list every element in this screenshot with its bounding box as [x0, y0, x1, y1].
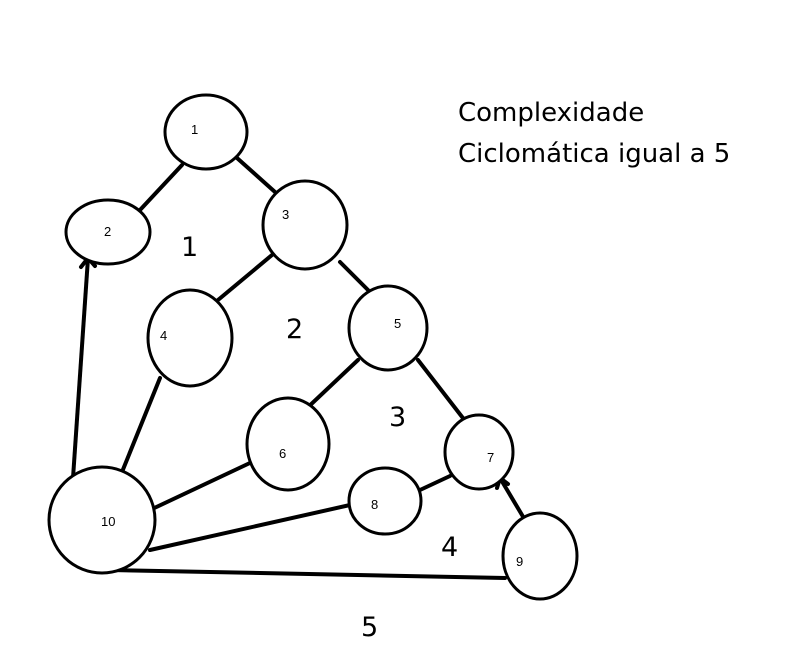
node-label: 2	[104, 224, 111, 239]
node-7: 7	[443, 413, 515, 491]
node-circle	[347, 466, 423, 536]
node-label: 5	[394, 316, 401, 331]
edge-5-6	[303, 358, 360, 412]
node-label: 7	[487, 450, 494, 465]
node-circle	[245, 396, 331, 492]
edge-3-4	[216, 253, 274, 302]
node-label: 10	[101, 514, 115, 529]
node-circle	[501, 511, 579, 601]
node-4: 4	[146, 288, 234, 388]
nodes: 1 2 3 4 5 6 7 8	[47, 93, 579, 601]
node-2: 2	[64, 198, 152, 266]
node-label: 1	[191, 122, 198, 137]
node-10: 10	[47, 465, 157, 575]
edge-1-2	[138, 163, 184, 212]
edge-6-10	[148, 460, 254, 512]
node-label: 8	[371, 497, 378, 512]
edge-8-10	[148, 503, 352, 552]
node-9: 9	[501, 511, 579, 601]
region-label-2: 2	[286, 314, 303, 345]
node-1: 1	[163, 93, 249, 171]
node-circle	[347, 284, 429, 372]
region-label-4: 4	[441, 532, 458, 563]
node-5: 5	[347, 284, 429, 372]
node-label: 4	[160, 328, 167, 343]
edge-3-5	[338, 260, 370, 292]
edge-5-7	[416, 358, 468, 424]
edge-10-2	[71, 256, 90, 480]
node-3: 3	[261, 179, 349, 271]
node-circle	[443, 413, 515, 491]
title: Complexidade Ciclomática igual a 5	[458, 98, 730, 169]
node-label: 6	[279, 446, 286, 461]
region-labels: 1 2 3 4 5	[181, 232, 458, 643]
node-label: 3	[282, 207, 289, 222]
node-6: 6	[245, 396, 331, 492]
title-line-1: Complexidade	[458, 98, 644, 128]
node-8: 8	[347, 466, 423, 536]
node-circle	[47, 465, 157, 575]
edge-10-9	[108, 568, 507, 580]
region-label-3: 3	[389, 402, 406, 433]
region-label-5: 5	[361, 612, 378, 643]
node-circle	[64, 198, 152, 266]
node-circle	[146, 288, 234, 388]
node-label: 9	[516, 554, 523, 569]
region-label-1: 1	[181, 232, 198, 263]
edge-1-3	[235, 156, 277, 194]
edge-7-8	[418, 474, 452, 492]
node-circle	[163, 93, 249, 171]
edge-9-7	[498, 476, 527, 522]
title-line-2: Ciclomática igual a 5	[458, 139, 730, 169]
edge-4-10	[120, 376, 162, 474]
edges	[71, 156, 527, 580]
node-circle	[261, 179, 349, 271]
